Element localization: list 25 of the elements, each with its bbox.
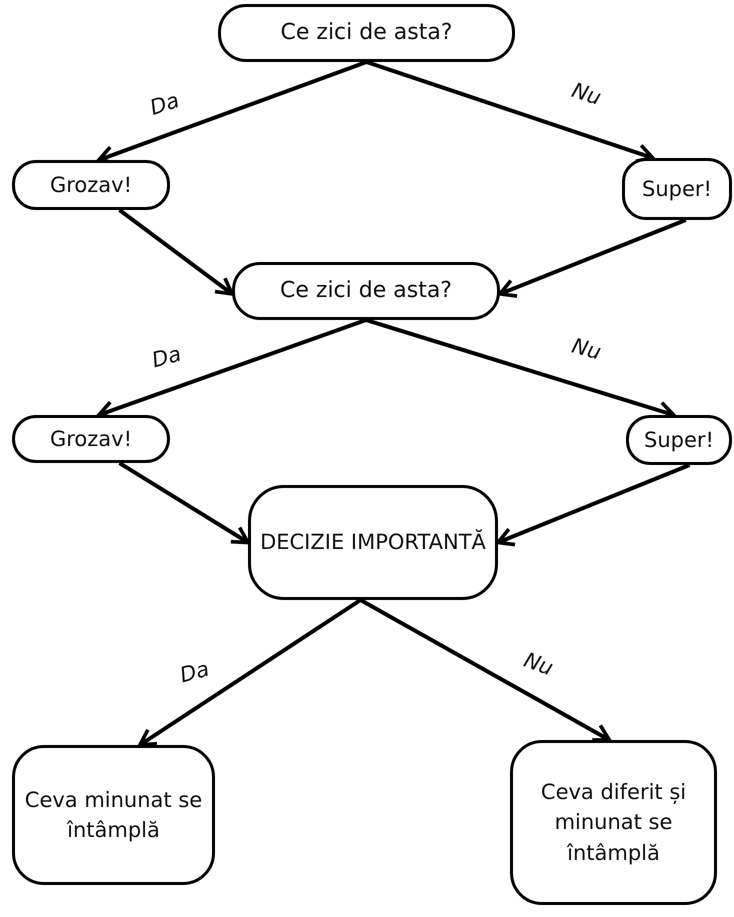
- arrow: [498, 218, 687, 298]
- node-text: Super!: [642, 176, 712, 203]
- rounded-box: [510, 740, 717, 905]
- arrow: [360, 598, 612, 742]
- arrow: [118, 208, 234, 296]
- rounded-box: [626, 415, 732, 465]
- arrow: [138, 598, 362, 747]
- node-text: Super!: [644, 426, 714, 454]
- node-text: Grozav!: [50, 172, 132, 199]
- rounded-box: [248, 485, 498, 600]
- rounded-box: [12, 745, 215, 885]
- node-text: Ce zici de asta?: [280, 277, 452, 306]
- node-text: Ceva minunat se întâmplă: [24, 786, 204, 844]
- node-text: Grozav!: [50, 426, 132, 453]
- rounded-box: [622, 158, 732, 220]
- rounded-box: [232, 262, 500, 320]
- rounded-box: [218, 4, 515, 62]
- node-text: Ceva diferit și minunat se întâmplă: [540, 778, 688, 867]
- node-text: Ce zici de asta?: [280, 19, 452, 48]
- arrow: [496, 463, 690, 546]
- rounded-box: [12, 160, 170, 210]
- arrow: [118, 461, 250, 544]
- rounded-box: [12, 415, 170, 463]
- arrow: [366, 60, 655, 163]
- node-text: DECIZIE IMPORTANTĂ: [260, 528, 486, 556]
